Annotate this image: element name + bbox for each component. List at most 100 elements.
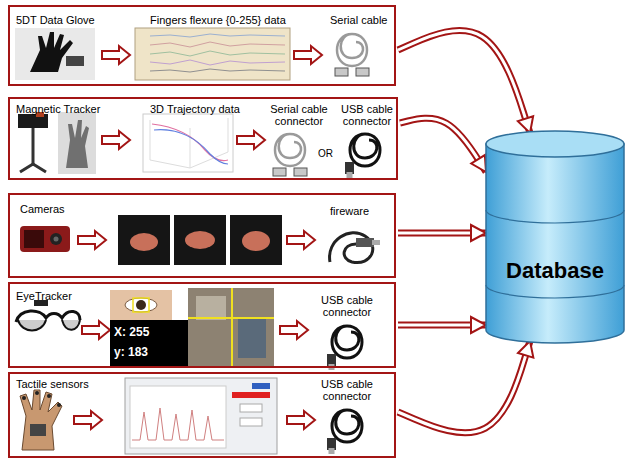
tactile-glove — [20, 390, 62, 450]
camera-picture — [50, 233, 62, 245]
eye-image — [136, 300, 146, 310]
camera-frames — [185, 231, 215, 249]
magnetic-tracker-picture — [18, 112, 96, 174]
tactile-software-screenshot — [252, 383, 270, 389]
tactile-software-screenshot — [132, 408, 224, 440]
trajectory-plot — [150, 118, 228, 168]
item-caption: Serial cable — [330, 14, 387, 26]
source-panel: Magnetic Tracker 3D Trajectory data Serial… — [8, 97, 398, 180]
camera-frames — [118, 215, 170, 265]
eyetracker-glasses — [18, 320, 80, 331]
illustration — [82, 321, 110, 339]
tactile-glove — [47, 394, 51, 398]
gaze-panel — [110, 320, 188, 368]
magnetic-tracker-picture — [20, 164, 46, 172]
tactile-glove — [57, 403, 61, 407]
device-name: Tactile sensors — [16, 378, 89, 390]
camera-frames — [118, 215, 282, 265]
scene-image — [188, 288, 274, 366]
illustration — [74, 411, 102, 429]
illustration — [78, 231, 106, 249]
device-name: Magnetic Tracker — [16, 103, 100, 115]
illustration — [345, 134, 380, 178]
cylinder-body — [486, 144, 624, 343]
flexure-chart — [150, 60, 285, 65]
tactile-software-screenshot — [125, 378, 277, 454]
glove-picture — [66, 56, 84, 66]
illustration — [335, 34, 369, 76]
arrow-body — [398, 341, 530, 433]
camera-picture — [24, 230, 44, 248]
flexure-chart — [150, 69, 285, 72]
illustration — [102, 131, 130, 149]
flexure-chart — [135, 28, 290, 80]
eye-image — [125, 298, 157, 312]
camera-frames — [174, 215, 226, 265]
flow-arrow — [398, 325, 486, 326]
firewire-cable-icon — [372, 240, 380, 245]
tactile-glove — [35, 391, 39, 395]
camera-frames — [242, 231, 270, 251]
firewire-cable-icon — [330, 233, 373, 263]
flow-arrow — [398, 341, 530, 433]
tactile-software-screenshot — [232, 392, 270, 398]
flexure-chart — [135, 28, 290, 80]
item-caption: Fingers flexure {0-255} data — [150, 14, 286, 26]
item-caption: fireware — [330, 205, 369, 217]
camera-picture — [20, 226, 70, 252]
trajectory-plot — [154, 130, 228, 164]
camera-picture — [54, 237, 59, 242]
cylinder-ring — [486, 210, 624, 223]
illustration — [294, 46, 322, 64]
scene-image — [238, 318, 266, 358]
gaze-coordinate: y: 183 — [114, 345, 148, 359]
eye-image — [110, 290, 172, 320]
glove-picture — [15, 28, 95, 80]
illustration — [287, 231, 315, 249]
tactile-software-screenshot — [130, 386, 226, 448]
source-panel: Camerasfireware — [8, 193, 396, 278]
item-caption: USB cable connector — [340, 103, 394, 127]
firewire-cable-icon — [330, 233, 380, 263]
firewire-cable-icon — [356, 238, 374, 247]
tactile-software-screenshot — [240, 404, 262, 412]
choice-note: OR — [318, 148, 333, 160]
illustration — [327, 410, 362, 454]
arrow-body — [398, 324, 486, 327]
scene-image — [188, 288, 274, 366]
illustration — [273, 134, 307, 176]
illustration — [280, 321, 308, 339]
arrow-outline — [398, 322, 486, 329]
source-panel: Tactile sensors USB cable connector — [8, 372, 396, 458]
cylinder-top — [486, 131, 624, 157]
cylinder-ring — [486, 285, 624, 298]
arrow-body — [400, 118, 486, 172]
tactile-glove — [30, 424, 46, 436]
item-caption: Serial cable connector — [268, 103, 330, 127]
item-caption: USB cable connector — [316, 378, 378, 402]
device-name: 5DT Data Glove — [16, 14, 95, 26]
trajectory-plot — [143, 114, 233, 172]
illustration — [102, 46, 130, 64]
arrow-outline — [398, 230, 486, 237]
item-caption: USB cable connector — [316, 294, 378, 318]
database-cylinder: Database — [485, 130, 629, 345]
tactile-software-screenshot — [125, 378, 277, 454]
scene-image — [196, 296, 226, 320]
magnetic-tracker-picture — [58, 112, 96, 174]
trajectory-plot — [143, 114, 233, 172]
flexure-chart — [150, 34, 285, 37]
arrow-outline — [400, 118, 486, 172]
source-panel: EyeTracker USB cable connector — [8, 282, 396, 368]
flexure-chart — [150, 51, 285, 56]
device-name: EyeTracker — [16, 290, 72, 302]
arrow-body — [398, 232, 486, 235]
camera-frames — [230, 215, 282, 265]
illustration — [237, 131, 265, 149]
arrow-outline — [398, 341, 530, 433]
cylinder-shape — [485, 130, 625, 345]
gaze-coordinate: X: 255 — [114, 325, 149, 339]
item-caption: 3D Trajectory data — [150, 103, 240, 115]
magnetic-tracker-picture — [66, 120, 89, 168]
flow-arrow — [398, 233, 486, 234]
